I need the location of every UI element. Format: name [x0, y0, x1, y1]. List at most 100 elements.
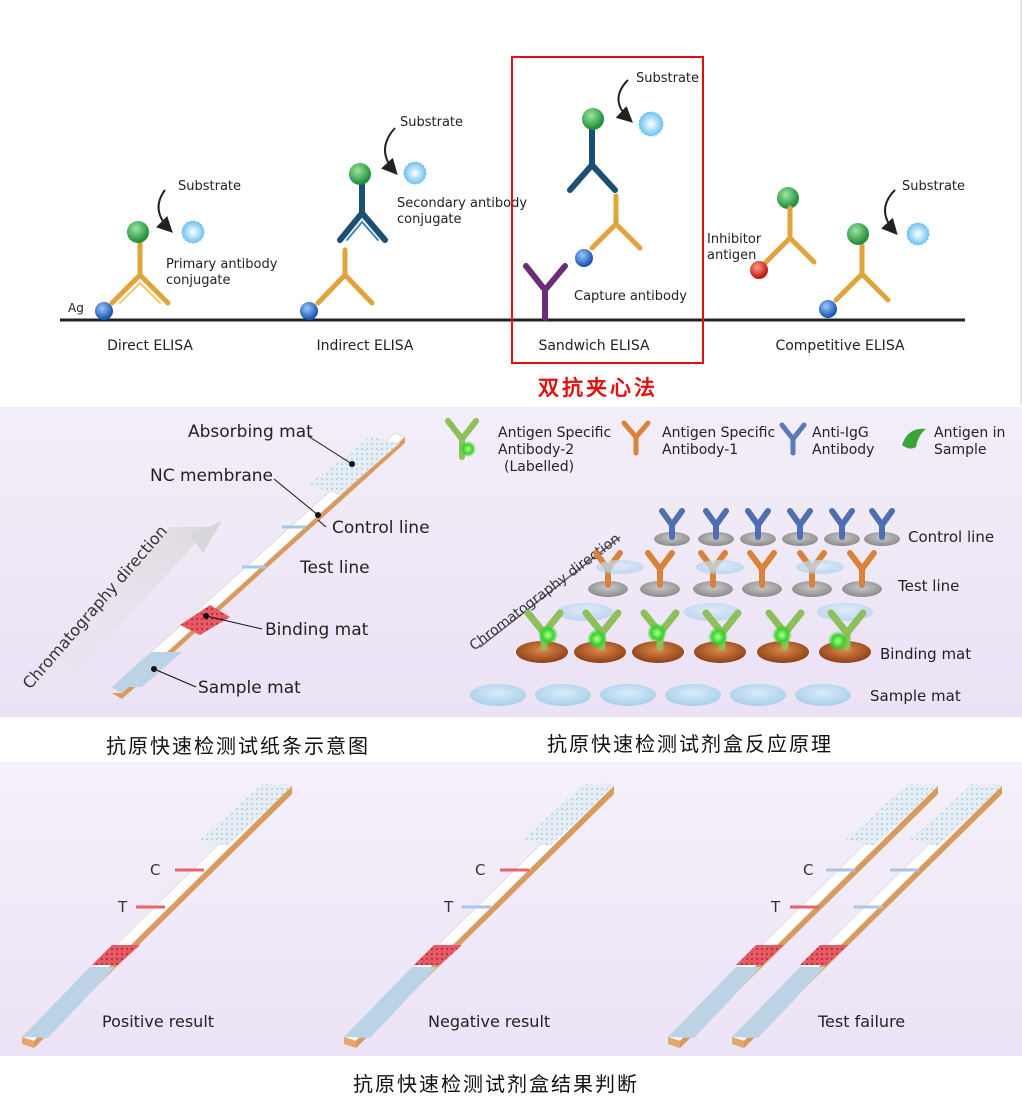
- enzyme-icon: [847, 223, 869, 245]
- secondary-conjugate-label-2: conjugate: [397, 212, 462, 227]
- capture-antibody-label: Capture antibody: [574, 289, 687, 304]
- blue-antibody-icon: [779, 422, 807, 456]
- binding-mat: [736, 945, 784, 965]
- negative-strip: C T Negative result: [343, 783, 616, 1048]
- substrate-label: Substrate: [400, 115, 463, 130]
- negative-result-label: Negative result: [428, 1012, 550, 1031]
- reaction-caption: 抗原快速检测试剂盒反应原理: [547, 732, 833, 756]
- sample-mat: [344, 967, 437, 1038]
- legend-label-0-line-2: (Labelled): [504, 459, 574, 475]
- c-label: C: [150, 861, 160, 879]
- test-failure-label: Test failure: [817, 1012, 905, 1031]
- inhibitor-label-1: Inhibitor: [707, 232, 762, 247]
- substrate-product-icon: [638, 111, 664, 137]
- strip-caption: 抗原快速检测试纸条示意图: [106, 734, 370, 758]
- substrate-product-icon: [403, 161, 427, 185]
- absorbing-mat: [846, 784, 938, 846]
- enzyme-icon: [349, 163, 371, 185]
- sample-mat: [22, 967, 115, 1038]
- absorbing-mat: [910, 784, 1002, 846]
- legend-label-1-line-1: Antibody-1: [662, 442, 738, 458]
- positive-strip: C T Positive result: [21, 783, 294, 1048]
- strip-schematic: Chromatography direction Absorbing mat N…: [19, 422, 430, 699]
- sample-mat-label: Sample mat: [198, 678, 301, 698]
- highlight-caption: 双抗夹心法: [538, 375, 658, 400]
- antigen-icon: [575, 249, 593, 267]
- antigen-icon: [95, 302, 113, 320]
- reaction-arrow-icon: [155, 189, 173, 233]
- substrate-label: Substrate: [636, 71, 699, 86]
- legend: Antigen Specific Antibody-2 (Labelled) A…: [445, 418, 1005, 475]
- enzyme-icon: [777, 187, 799, 209]
- elisa-diagram: Ag Substrate Primary antibody conjugate …: [60, 56, 965, 364]
- sample-mat-top: [112, 652, 182, 687]
- legend-label-1-line-0: Antigen Specific: [662, 425, 775, 441]
- purple-capture-antibody-icon: [523, 263, 568, 321]
- sample-mat: [668, 967, 761, 1038]
- orange-antibody-icon: [621, 420, 651, 456]
- t-label: T: [443, 898, 454, 916]
- reaction-arrow-icon: [381, 127, 398, 175]
- competitive-elisa-group: Inhibitor antigen Substrate Competitive …: [707, 179, 965, 354]
- failure-strips: C T Test failure: [667, 783, 1004, 1048]
- direction-arrow-icon: [20, 527, 210, 692]
- direct-elisa-group: Substrate Primary antibody conjugate Dir…: [95, 179, 278, 354]
- direction-arrowhead-icon: [190, 521, 222, 553]
- enzyme-icon: [127, 221, 149, 243]
- substrate-label: Substrate: [178, 179, 241, 194]
- substrate-product-icon: [181, 220, 205, 244]
- control-line-row: [596, 508, 900, 574]
- absorbing-mat-label: Absorbing mat: [188, 422, 313, 442]
- reaction-arrow-icon: [881, 189, 898, 235]
- results-caption: 抗原快速检测试剂盒结果判断: [353, 1072, 639, 1096]
- strip-reaction-diagram: Chromatography direction Absorbing mat N…: [19, 418, 1005, 706]
- legend-label-3-line-1: Sample: [934, 442, 987, 458]
- results-panel: C T Positive result C T Negative result: [0, 762, 1022, 1056]
- secondary-conjugate-label-1: Secondary antibody: [397, 196, 527, 211]
- control-line-label: Control line: [332, 518, 430, 538]
- t-label: T: [117, 898, 128, 916]
- sample-mat-row-label: Sample mat: [870, 687, 961, 705]
- orange-antibody-icon: [589, 193, 643, 251]
- legend-label-3-line-0: Antigen in: [934, 425, 1005, 441]
- binding-mat: [414, 945, 462, 965]
- antigen-icon: [902, 428, 926, 449]
- legend-label-2-line-1: Antibody: [812, 442, 874, 458]
- enzyme-icon: [582, 108, 604, 130]
- orange-antibody-icon: [833, 242, 891, 303]
- binding-mat: [800, 945, 848, 965]
- binding-mat: [92, 945, 140, 965]
- t-label: T: [770, 898, 781, 916]
- c-label: C: [803, 861, 813, 879]
- substrate-label: Substrate: [902, 179, 965, 194]
- dark-blue-antibody-icon: [337, 179, 388, 243]
- orange-antibody-icon: [315, 247, 375, 306]
- legend-label-0-line-0: Antigen Specific: [498, 425, 611, 441]
- inhibitor-label-2: antigen: [707, 248, 756, 263]
- sample-mat-row: [470, 684, 851, 706]
- primary-conjugate-label-1: Primary antibody: [166, 257, 278, 272]
- positive-result-label: Positive result: [102, 1012, 214, 1031]
- nc-membrane-label: NC membrane: [150, 466, 273, 486]
- legend-label-2-line-0: Anti-IgG: [812, 425, 869, 441]
- sample-mat: [732, 967, 825, 1038]
- results-diagram: C T Positive result C T Negative result: [21, 783, 1004, 1048]
- antigen-icon: [819, 300, 837, 318]
- reaction-principle: Antigen Specific Antibody-2 (Labelled) A…: [445, 418, 1005, 706]
- substrate-product-icon: [906, 222, 930, 246]
- binding-mat-label: Binding mat: [265, 620, 369, 640]
- binding-mat-row: [516, 603, 873, 663]
- orange-antibody-icon: [763, 205, 817, 265]
- test-line-label: Test line: [299, 558, 370, 578]
- binding-mat-row-label: Binding mat: [880, 645, 971, 663]
- sandwich-elisa-group: Substrate Capture antibody Sandwich ELIS…: [511, 56, 704, 364]
- strip-reaction-panel: Chromatography direction Absorbing mat N…: [0, 407, 1022, 717]
- test-line-row: [588, 550, 882, 597]
- control-line-row-label: Control line: [908, 528, 994, 546]
- absorbing-mat: [522, 784, 614, 846]
- elisa-methods-panel: Ag Substrate Primary antibody conjugate …: [0, 0, 1022, 405]
- c-label: C: [475, 861, 485, 879]
- ag-label: Ag: [68, 301, 84, 315]
- absorbing-mat: [200, 784, 292, 846]
- binding-mat: [180, 605, 230, 635]
